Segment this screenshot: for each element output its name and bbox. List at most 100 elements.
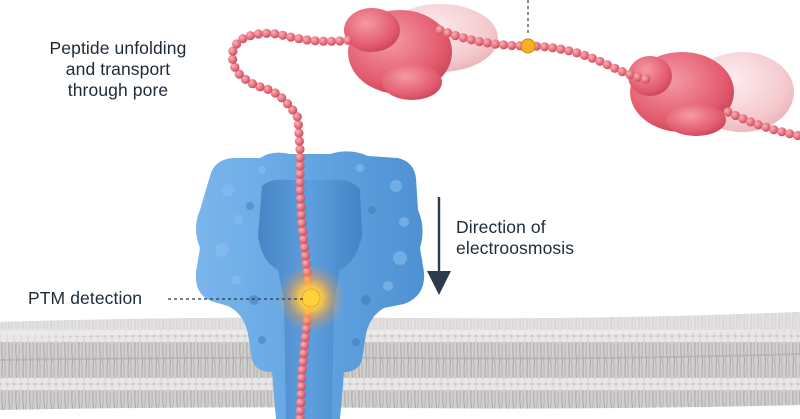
peptide-bead [293, 120, 303, 130]
ptm-detection-text: PTM detection [28, 288, 143, 308]
peptide-bead [785, 129, 795, 139]
peptide-bead [298, 234, 309, 244]
peptide-bead [482, 38, 492, 48]
peptide-bead [286, 32, 296, 42]
peptide-bead [625, 69, 635, 80]
peptide-bead [564, 46, 574, 56]
peptide-bead [310, 36, 320, 46]
peptide-bead [326, 36, 337, 46]
peptide-bead [278, 30, 288, 40]
peptide-bead [610, 63, 620, 73]
peptide-bead [490, 39, 501, 49]
peptide-bead [474, 36, 484, 47]
peptide-bead [247, 79, 258, 89]
peptide-bead [738, 114, 748, 124]
peptide-bead [234, 69, 244, 79]
peptide-bead [288, 105, 298, 115]
peptide-bead [296, 381, 306, 391]
electroosmosis-label: Direction of electroosmosis [456, 217, 636, 259]
folded-protein-right [628, 52, 794, 136]
peptide-bead [572, 48, 582, 58]
peptide-label-line-1: Peptide unfolding [49, 38, 187, 58]
peptide-bead [343, 35, 353, 45]
peptide-bead [294, 136, 304, 146]
lipid-membrane [0, 312, 800, 410]
peptide-bead [450, 30, 460, 41]
peptide-bead [595, 56, 605, 66]
peptide-bead [540, 42, 550, 52]
peptide-bead [238, 34, 248, 44]
peptide-bead [443, 28, 453, 38]
peptide-bead [232, 39, 242, 49]
peptide-bead [270, 88, 280, 98]
peptide-bead [458, 33, 468, 43]
peptide-bead [723, 107, 733, 117]
peptide-bead [318, 36, 328, 46]
peptide-bead [299, 348, 309, 359]
peptide-bead [253, 29, 263, 39]
peptide-bead [299, 340, 310, 350]
peptide-bead [292, 112, 302, 122]
peptide-bead [263, 84, 273, 94]
peptide-bead [300, 332, 310, 342]
peptide-bead [240, 74, 251, 84]
peptide-bead [295, 144, 305, 154]
peptide-bead [296, 389, 306, 399]
peptide-bead [295, 169, 305, 179]
peptide-bead [761, 122, 771, 132]
peptide-bead [262, 28, 272, 38]
peptide-bead [295, 194, 306, 204]
peptide-bead [270, 29, 280, 39]
peptide-bead [777, 127, 787, 137]
peptide-bead [548, 43, 558, 53]
peptide-transport-label: Peptide unfolding and transport through … [18, 38, 218, 101]
peptide-bead [587, 53, 597, 63]
peptide-bead [730, 110, 741, 121]
peptide-bead [633, 72, 643, 82]
peptide-bead [255, 82, 265, 92]
peptide-bead [295, 414, 305, 419]
peptide-label-line-3: through pore [67, 80, 169, 100]
peptide-bead [297, 365, 307, 375]
peptide-bead [228, 46, 238, 56]
peptide-bead [641, 74, 651, 84]
peptide-bead [556, 44, 566, 54]
direction-label-line-1: Direction of [456, 217, 546, 237]
peptide-bead [295, 177, 305, 187]
peptide-bead [294, 128, 304, 138]
peptide-bead [294, 34, 304, 44]
peptide-bead [302, 35, 312, 45]
peptide-bead [282, 99, 293, 109]
folded-protein-left [344, 4, 498, 100]
peptide-bead [793, 130, 800, 141]
peptide-bead [295, 406, 305, 416]
peptide-bead [580, 50, 590, 61]
peptide-bead [245, 31, 255, 41]
peptide-bead [297, 218, 307, 228]
ptm-detection-label: PTM detection [28, 288, 168, 309]
peptide-bead [602, 60, 612, 70]
peptide-bead [295, 185, 305, 195]
peptide-bead [230, 62, 240, 72]
peptide-bead [617, 67, 627, 77]
peptide-bead [297, 373, 307, 383]
peptide-bead [499, 40, 509, 50]
peptide-label-line-2: and transport [65, 59, 171, 79]
peptide-bead [299, 243, 309, 253]
peptide-bead [295, 161, 305, 171]
ptm-detection-glow [277, 264, 345, 332]
peptide-bead [296, 202, 306, 212]
peptide-bead [435, 25, 445, 35]
ptm-marker-top [520, 38, 536, 54]
peptide-bead [466, 35, 476, 45]
peptide-bead [300, 251, 310, 261]
peptide-bead [507, 40, 517, 51]
peptide-bead [753, 120, 763, 130]
peptide-bead [298, 357, 308, 367]
peptide-bead [228, 54, 238, 64]
peptide-bead [296, 210, 306, 220]
peptide-bead [769, 125, 779, 135]
peptide-bead [277, 93, 287, 103]
peptide-bead [298, 226, 308, 236]
